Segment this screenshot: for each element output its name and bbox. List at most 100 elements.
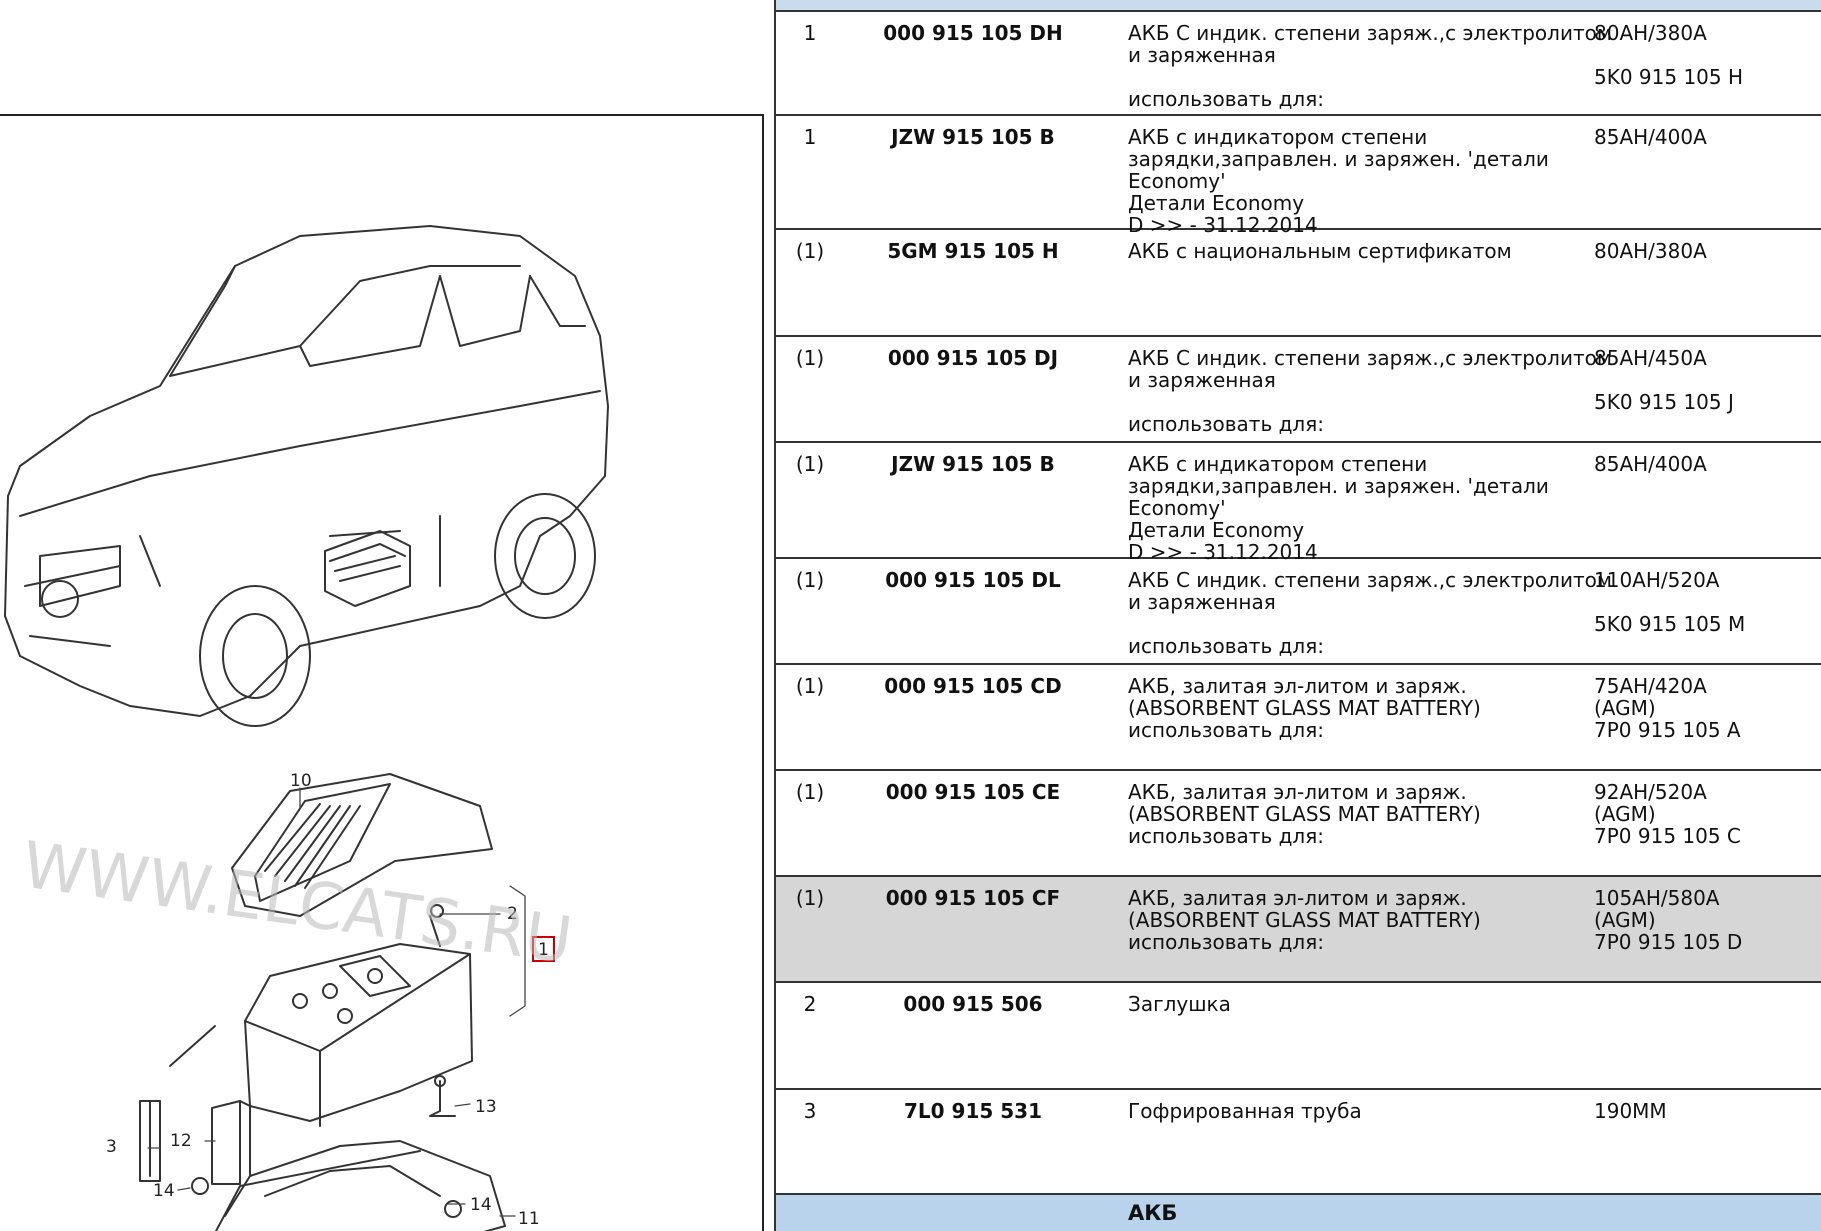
clamp: [211, 1100, 251, 1185]
note-line: 190MM: [1594, 1099, 1667, 1123]
part-number-link[interactable]: 000 915 105 CF: [885, 886, 1061, 910]
note-cell: 110AH/520A 5K0 915 105 M: [1594, 569, 1819, 657]
left-blank-area: [0, 0, 774, 114]
position-cell: (1): [795, 780, 825, 804]
note-line: [1594, 635, 1819, 657]
section-title: АКБ: [1128, 1201, 1178, 1225]
note-cell: 85AH/400A: [1594, 453, 1819, 475]
part-number-link[interactable]: 000 915 105 DJ: [887, 346, 1059, 370]
table-row[interactable]: (1) 5GM 915 105 H АКБ с национальным серти…: [776, 230, 1821, 337]
description-line: использовать для:: [1128, 930, 1324, 954]
callout-3: 3: [106, 1137, 117, 1157]
note-line: [1594, 369, 1819, 391]
callout-13: 13: [475, 1097, 497, 1117]
table-row[interactable]: 2 000 915 506 Заглушка: [776, 983, 1821, 1090]
description-line: (ABSORBENT GLASS MAT BATTERY): [1128, 802, 1481, 826]
part-number-link[interactable]: 000 915 105 CD: [884, 674, 1062, 698]
description-cell: Гофрированная труба: [1128, 1100, 1598, 1122]
description-cell: АКБ С индик. степени заряж.,с электролит…: [1128, 21, 1612, 111]
note-cell: 80AH/380A: [1594, 240, 1819, 262]
description-line: АКБ С индик. степени заряж.,с электролит…: [1128, 21, 1612, 45]
note-cell: 75AH/420A(AGM)7P0 915 105 A: [1594, 675, 1819, 741]
callout-14a: 14: [153, 1181, 175, 1201]
callout-14b: 14: [470, 1195, 492, 1215]
description-cell: Заглушка: [1128, 993, 1598, 1015]
part-number-link[interactable]: 000 915 105 DH: [883, 21, 1063, 45]
description-line: и заряженная: [1128, 368, 1276, 392]
description-line: использовать для:: [1128, 412, 1324, 436]
description-cell: АКБ С индик. степени заряж.,с электролит…: [1128, 347, 1612, 436]
table-top-strip: [776, 0, 1821, 12]
callout-1-box[interactable]: [532, 936, 555, 962]
description-line: D >> - 31.12.2014: [1128, 213, 1318, 237]
position-cell: (1): [795, 674, 825, 698]
description-line: АКБ, залитая эл-литом и заряж.: [1128, 674, 1467, 698]
description-line: использовать для:: [1128, 718, 1324, 742]
part-number-link[interactable]: 7L0 915 531: [904, 1099, 1042, 1123]
note-line: 92AH/520A: [1594, 780, 1707, 804]
position-cell: 1: [803, 125, 817, 149]
description-line: АКБ с национальным сертификатом: [1128, 239, 1512, 263]
position-cell: 2: [803, 992, 817, 1016]
part-number-link[interactable]: 000 915 506: [903, 992, 1043, 1016]
car-illustration: [4, 225, 609, 727]
note-line: (AGM): [1594, 908, 1656, 932]
description-line: использовать для:: [1128, 824, 1324, 848]
note-line: 5K0 915 105 J: [1594, 390, 1734, 414]
position-cell: 3: [803, 1099, 817, 1123]
parts-diagram: 10 2 1 3 12 13 11 14 14 WWW.ELCATS.RU: [0, 114, 764, 1231]
description-line: использовать для:: [1128, 87, 1324, 111]
part-number-link[interactable]: JZW 915 105 B: [891, 452, 1055, 476]
note-line: 5K0 915 105 M: [1594, 612, 1746, 636]
battery-tray: [191, 1140, 506, 1231]
table-row[interactable]: (1) 000 915 105 CD АКБ, залитая эл-литом и…: [776, 665, 1821, 771]
description-line: использовать для:: [1128, 634, 1324, 658]
note-cell: 92AH/520A(AGM)7P0 915 105 C: [1594, 781, 1819, 847]
description-line: [1128, 613, 1598, 635]
description-line: [1128, 391, 1598, 413]
bolt: [429, 1075, 456, 1117]
note-line: [1594, 591, 1819, 613]
callout-1[interactable]: 1: [538, 940, 549, 960]
note-line: 7P0 915 105 D: [1594, 930, 1743, 954]
position-cell: (1): [795, 239, 825, 263]
part-number-link[interactable]: JZW 915 105 B: [891, 125, 1055, 149]
description-line: АКБ с индикатором степени: [1128, 125, 1428, 149]
note-line: 85AH/400A: [1594, 125, 1707, 149]
description-line: Заглушка: [1128, 992, 1231, 1016]
note-cell: 190MM: [1594, 1100, 1819, 1122]
note-line: [1594, 88, 1819, 110]
callout-11: 11: [518, 1209, 540, 1229]
description-line: зарядки,заправлен. и заряжен. 'детали: [1128, 474, 1549, 498]
note-line: 110AH/520A: [1594, 568, 1720, 592]
note-line: 5K0 915 105 H: [1594, 65, 1744, 89]
description-line: АКБ С индик. степени заряж.,с электролит…: [1128, 568, 1612, 592]
note-line: 80AH/380A: [1594, 239, 1707, 263]
description-line: зарядки,заправлен. и заряжен. 'детали: [1128, 147, 1549, 171]
part-number-link[interactable]: 5GM 915 105 H: [887, 239, 1059, 263]
note-line: 7P0 915 105 A: [1594, 718, 1741, 742]
description-line: (ABSORBENT GLASS MAT BATTERY): [1128, 908, 1481, 932]
note-line: 7P0 915 105 C: [1594, 824, 1741, 848]
table-row[interactable]: (1) 000 915 105 CE АКБ, залитая эл-литом и…: [776, 771, 1821, 877]
part-number-link[interactable]: 000 915 105 CE: [885, 780, 1061, 804]
callout-2: 2: [507, 904, 518, 924]
note-cell: 105AH/580A(AGM)7P0 915 105 D: [1594, 887, 1819, 953]
divider-gap: [766, 0, 774, 1231]
description-cell: АКБ, залитая эл-литом и заряж.(ABSORBENT…: [1128, 887, 1598, 953]
description-line: АКБ, залитая эл-литом и заряж.: [1128, 886, 1467, 910]
description-line: Детали Economy: [1128, 191, 1305, 215]
section-footer: АКБ: [776, 1193, 1821, 1231]
description-line: АКБ, залитая эл-литом и заряж.: [1128, 780, 1467, 804]
description-line: Детали Economy: [1128, 518, 1305, 542]
part-number-link[interactable]: 000 915 105 DL: [885, 568, 1061, 592]
